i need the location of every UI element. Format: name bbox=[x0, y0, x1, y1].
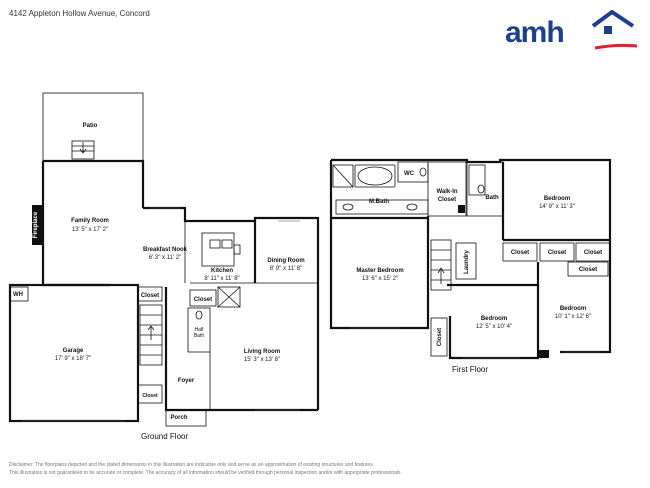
closet-box-5 bbox=[430, 317, 448, 357]
dims-bedroom-s: 12' 5" x 10' 4" bbox=[476, 324, 512, 330]
fireplace bbox=[32, 205, 43, 245]
ground-floor-label: Ground Floor bbox=[141, 432, 189, 441]
closet-box-1 bbox=[502, 242, 538, 262]
label-breakfast-nook: Breakfast Nook bbox=[143, 247, 188, 253]
label-bedroom-s: Bedroom bbox=[481, 316, 507, 322]
logo-text: amh bbox=[505, 16, 565, 49]
patio-steps bbox=[71, 140, 95, 160]
label-fireplace: Fireplace bbox=[33, 211, 39, 238]
nook-dining-walls bbox=[143, 206, 320, 410]
closet-stairs-box bbox=[137, 286, 163, 302]
label-garage: Garage bbox=[63, 348, 84, 354]
arrow-up-icon-upper bbox=[437, 267, 445, 284]
label-half-bath-2: Bath bbox=[194, 333, 205, 339]
label-closet-foyer: Closet bbox=[142, 393, 158, 399]
label-closet-2: Closet bbox=[548, 250, 566, 256]
label-bedroom-se: Bedroom bbox=[560, 306, 586, 312]
label-m-bath: M.Bath bbox=[369, 199, 389, 205]
master-tub bbox=[357, 166, 393, 186]
label-closet-3: Closet bbox=[584, 250, 602, 256]
dims-bedroom-se: 10' 1" x 12' 6" bbox=[555, 314, 591, 320]
label-walk-in-2: Closet bbox=[438, 197, 456, 203]
ground-floor-plan: Patio Fireplace Family Room 13' 5" x 17'… bbox=[8, 92, 320, 427]
label-living-room: Living Room bbox=[244, 349, 280, 355]
dims-family-room: 13' 5" x 17' 2" bbox=[72, 227, 108, 233]
label-closet-stairs: Closet bbox=[141, 293, 159, 299]
living-room-walls bbox=[164, 287, 318, 412]
first-floor-label: First Floor bbox=[452, 365, 488, 374]
house-roof-icon bbox=[591, 10, 638, 50]
hall-closet-box bbox=[189, 289, 217, 307]
dims-master-bedroom: 13' 6" x 15' 2" bbox=[362, 276, 398, 282]
label-closet-5: Closet bbox=[437, 328, 443, 346]
water-heater bbox=[9, 286, 29, 302]
kitchen-counter bbox=[201, 232, 235, 267]
label-patio: Patio bbox=[83, 123, 98, 129]
label-bedroom-ne: Bedroom bbox=[544, 196, 570, 202]
label-wc: WC bbox=[404, 171, 415, 177]
label-closet-4: Closet bbox=[579, 267, 597, 273]
label-kitchen: Kitchen bbox=[211, 268, 233, 274]
label-foyer: Foyer bbox=[178, 378, 195, 384]
label-family-room: Family Room bbox=[71, 218, 109, 224]
closet-box-3 bbox=[575, 242, 611, 262]
laundry-box bbox=[455, 242, 477, 280]
label-closet-1: Closet bbox=[511, 250, 529, 256]
foyer-closet-box bbox=[137, 384, 163, 404]
first-floor-outer-walls bbox=[331, 158, 612, 354]
amh-logo: amh bbox=[505, 10, 640, 52]
dims-garage: 17' 9" x 18' 7" bbox=[55, 356, 91, 362]
closet-box-4 bbox=[567, 261, 609, 277]
label-laundry: Laundry bbox=[464, 250, 470, 274]
label-walk-in-1: Walk-In bbox=[436, 189, 457, 195]
first-floor-plan: WC M.Bath Walk-In Closet Bath Bedroom 14… bbox=[329, 158, 612, 360]
property-address: 4142 Appleton Hollow Avenue, Concord bbox=[9, 9, 150, 18]
label-half-bath-1: Half bbox=[195, 327, 205, 333]
dims-living-room: 15' 3" x 13' 8" bbox=[244, 357, 280, 363]
dims-dining-room: 8' 9" x 11' 8" bbox=[270, 266, 302, 272]
master-bedroom-walls bbox=[329, 160, 430, 330]
arrow-down-icon bbox=[79, 142, 87, 154]
porch-outline bbox=[165, 409, 207, 427]
dims-kitchen: 8' 11" x 11' 8" bbox=[204, 276, 239, 282]
walk-in-closet-box bbox=[427, 161, 467, 217]
arrow-up-icon bbox=[147, 325, 155, 340]
label-bath: Bath bbox=[485, 195, 499, 201]
half-bath-box bbox=[187, 307, 211, 353]
disclaimer-line-2: This illustration is not guaranteed to b… bbox=[9, 470, 402, 476]
dims-bedroom-ne: 14' 9" x 11' 3" bbox=[539, 204, 575, 210]
upper-stairs bbox=[430, 239, 452, 291]
label-wh: WH bbox=[13, 292, 23, 298]
disclaimer-line-1: Disclaimer: The floorplans depicted and … bbox=[9, 462, 375, 468]
closet-box-2 bbox=[539, 242, 575, 262]
label-dining-room: Dining Room bbox=[267, 258, 304, 264]
dims-breakfast-nook: 6' 3" x 11' 2" bbox=[149, 255, 181, 261]
label-master-bedroom: Master Bedroom bbox=[356, 268, 403, 274]
label-closet-hall: Closet bbox=[194, 297, 212, 303]
label-porch: Porch bbox=[170, 415, 187, 421]
